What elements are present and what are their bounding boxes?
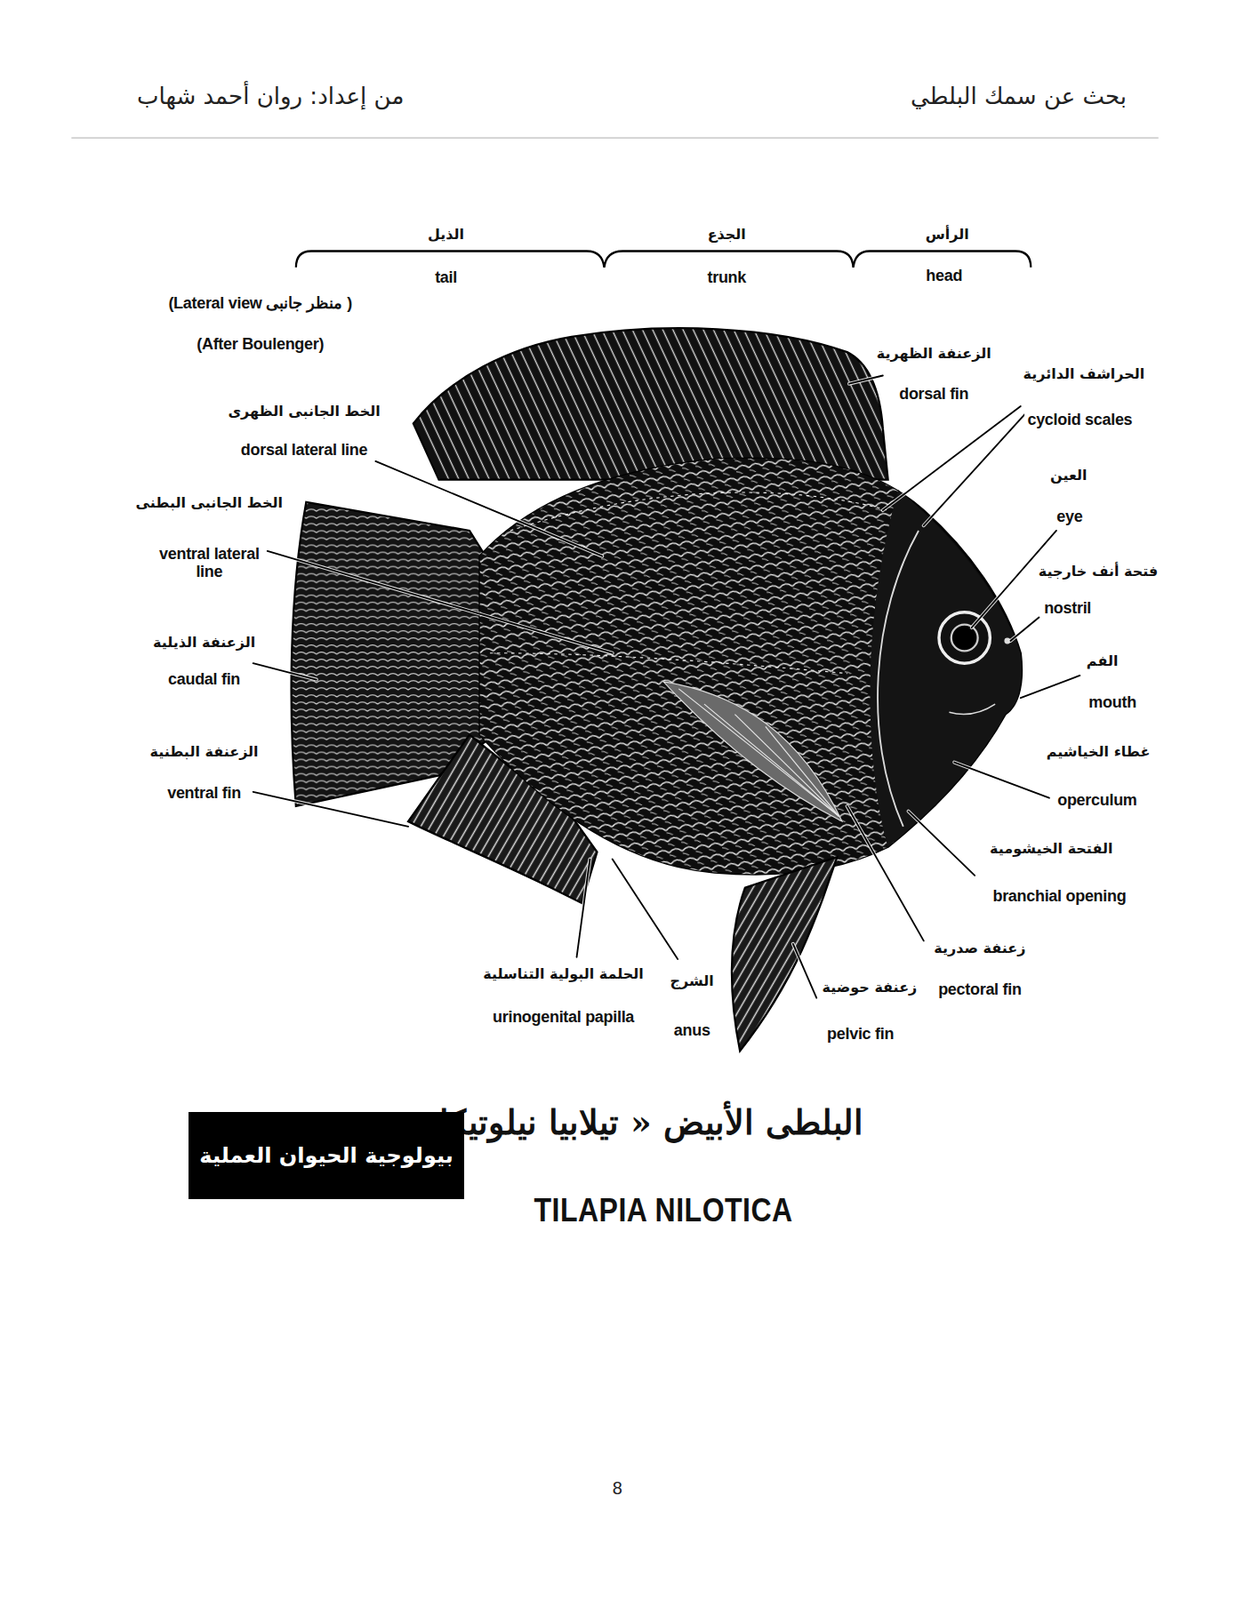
part-label: urinogenital papilla <box>489 1008 637 1028</box>
part-label: TILAPIA NILOTICA <box>530 1192 795 1230</box>
part-label: branchial opening <box>989 886 1129 906</box>
part-label: الجذع <box>705 226 749 243</box>
part-label: غطاء الخياشيم <box>1043 744 1154 761</box>
author-line: من إعداد: روان أحمد شهاب <box>134 83 407 111</box>
part-label: فتحة أنف خارجية <box>1035 563 1161 580</box>
part-label: الذيل <box>425 226 467 243</box>
part-label: ventral lateral line <box>152 545 265 582</box>
part-label: pelvic fin <box>824 1024 897 1044</box>
part-label: operculum <box>1054 791 1140 811</box>
part-label: العين <box>1047 467 1090 484</box>
book-title-box: بيولوجية الحيوان العملية <box>188 1112 464 1200</box>
part-label: الزعنفة البطنية <box>147 744 262 761</box>
part-label: الخط الجانبى البطنى <box>133 495 286 512</box>
part-label: eye <box>1053 506 1085 526</box>
part-label: زعنفة حوضية <box>819 979 921 996</box>
part-label: trunk <box>704 268 749 288</box>
part-label: anus <box>671 1021 714 1041</box>
part-label: زعنفة صدرية <box>931 940 1028 957</box>
part-label: الحراشف الدائرية <box>1020 366 1148 383</box>
part-label: mouth <box>1085 692 1140 712</box>
part-label: الحلمة البولية التناسلية <box>480 966 646 983</box>
part-label: dorsal fin <box>896 385 972 404</box>
part-label: الخط الجانبى الظهرى <box>224 402 383 419</box>
part-label: الزعنفة الظهرية <box>874 345 995 362</box>
figure-caption: البلطى الأبيض « تيلابيا نيلوتيكا » <box>403 1103 867 1143</box>
part-label: (After Boulenger) <box>193 334 327 354</box>
part-label: nostril <box>1041 599 1094 618</box>
part-label: dorsal lateral line <box>238 441 370 460</box>
box-title: بيولوجية الحيوان العملية <box>199 1143 453 1169</box>
part-label: الشرج <box>667 973 717 990</box>
part-label: الزعنفة الذيلية <box>150 634 258 651</box>
part-label: pectoral fin <box>935 980 1024 1000</box>
part-label: الفم <box>1083 653 1122 670</box>
page-header-title: بحث عن سمك البلطي <box>907 83 1130 111</box>
part-label: (Lateral view منظر جانبى ) <box>165 294 355 314</box>
page-number: 8 <box>609 1477 626 1499</box>
part-label: head <box>922 266 965 286</box>
part-label: الفتحة الخيشومية <box>987 841 1116 858</box>
part-label: tail <box>432 268 460 288</box>
part-label: caudal fin <box>165 670 243 690</box>
part-label: الرأس <box>922 226 972 243</box>
part-label: ventral fin <box>164 784 244 803</box>
part-label: cycloid scales <box>1024 409 1135 429</box>
